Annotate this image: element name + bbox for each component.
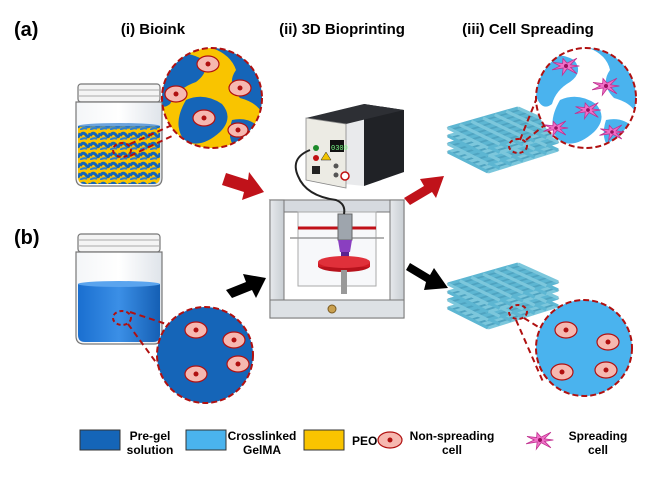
- black-arrow-icon: [226, 274, 266, 298]
- bioprinter: [268, 199, 406, 319]
- legend-label-peo: PEO: [352, 434, 377, 448]
- legend-swatch-gelma: [185, 429, 227, 451]
- legend-swatch-pregel: [79, 429, 121, 451]
- controller-box: 0300: [305, 104, 404, 189]
- nonspreading-zoom-circle: [535, 299, 633, 397]
- legend-label-nonspreading-1: Non-spreading: [410, 429, 495, 443]
- red-arrow-icon: [404, 176, 444, 205]
- legend-label-nonspreading-2: cell: [442, 443, 462, 457]
- panel-label-a: (a): [14, 19, 38, 41]
- legend-label-pregel-1: Pre-gel: [130, 429, 171, 443]
- non-spreading-cell: [164, 55, 252, 138]
- legend-label-spreading-2: cell: [588, 443, 608, 457]
- black-arrow-icon: [406, 263, 448, 290]
- pregel-jar: [75, 233, 163, 345]
- non-spreading-cell: [550, 321, 620, 381]
- legend-swatch-spreading-cell: [525, 431, 554, 451]
- non-spreading-cell: [184, 321, 250, 383]
- scaffold-bottom: [446, 262, 560, 330]
- spreading-cell: [543, 57, 625, 142]
- red-arrow-icon: [222, 172, 264, 200]
- pregel-zoom-circle: [156, 306, 254, 404]
- legend-label-spreading-1: Spreading: [569, 429, 628, 443]
- scaffold-top: [446, 106, 560, 174]
- legend-label-gelma-1: Crosslinked: [228, 429, 297, 443]
- legend-swatch-peo: [303, 429, 345, 451]
- printer-display-readout: 0300: [331, 145, 348, 153]
- panel-label-b: (b): [14, 227, 40, 249]
- legend-label-pregel-2: solution: [127, 443, 174, 457]
- stage-title-spreading: (iii) Cell Spreading: [462, 21, 594, 38]
- stage-title-bioprinting: (ii) 3D Bioprinting: [279, 21, 405, 38]
- stage-title-bioink: (i) Bioink: [121, 21, 186, 38]
- legend: Pre-gel solution Crosslinked GelMA PEO N…: [79, 429, 628, 457]
- legend-label-gelma-2: GelMA: [243, 443, 281, 457]
